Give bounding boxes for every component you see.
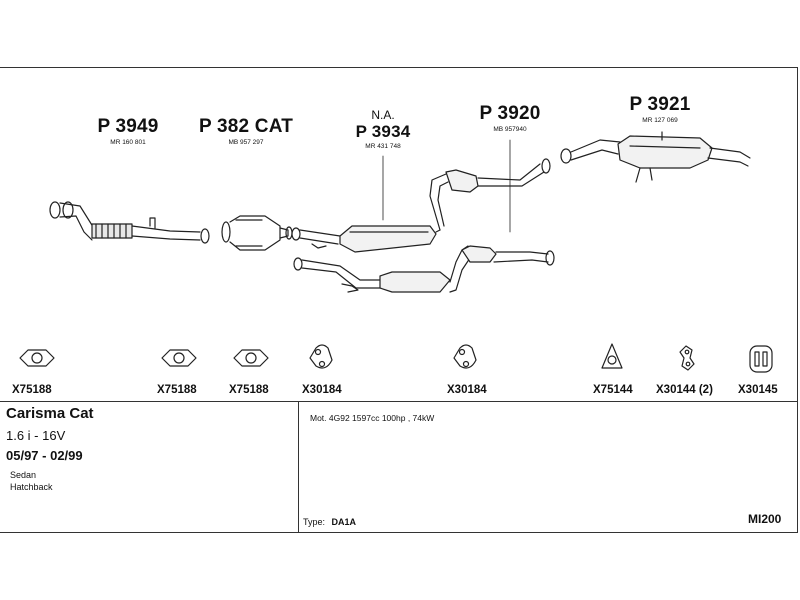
hanger-strap-icon xyxy=(679,345,695,371)
type-value: DA1A xyxy=(331,517,357,527)
centre-silencer-drawing xyxy=(291,225,441,253)
leader-lines xyxy=(382,139,511,233)
vehicle-dates: 05/97 - 02/99 xyxy=(6,448,83,463)
front-pipe-drawing xyxy=(49,201,210,244)
rubber-mount-icon xyxy=(309,344,333,369)
part-p3920: P 3920 MB 957940 xyxy=(470,103,550,133)
part-p3921: P 3921 MR 127 069 xyxy=(620,94,700,124)
part-number: P 3949 xyxy=(97,116,159,137)
rear-silencer-drawing xyxy=(560,131,751,183)
fitting-label: X75188 xyxy=(12,384,52,396)
engine-spec: Mot. 4G92 1597cc 100hp , 74kW xyxy=(310,413,435,423)
fitting-label: X30184 xyxy=(302,384,342,396)
triangle-gasket-icon xyxy=(601,343,623,369)
rubber-block-icon xyxy=(749,345,773,373)
fitting-label: X30144 (2) xyxy=(656,384,713,396)
fittings-icons xyxy=(19,343,773,373)
part-reference: MR 431 748 xyxy=(365,143,401,150)
part-p382-cat: P 382 CAT MB 957 297 xyxy=(196,116,296,146)
diagram-frame xyxy=(0,67,798,533)
rubber-mount-icon xyxy=(453,344,477,369)
fitting-label: X75144 xyxy=(593,384,633,396)
part-reference: MB 957 297 xyxy=(228,139,264,146)
part-reference: MB 957940 xyxy=(493,126,527,133)
part-reference: MR 160 801 xyxy=(110,139,146,146)
gasket-ring-icon xyxy=(19,349,55,367)
vehicle-type: Type: DA1A xyxy=(303,517,356,527)
gasket-ring-icon xyxy=(161,349,197,367)
part-reference: MR 127 069 xyxy=(642,117,678,124)
part-number: P 3921 xyxy=(629,94,691,115)
part-p3934: N.A. P 3934 MR 431 748 xyxy=(348,108,418,150)
part-number: P 3920 xyxy=(479,103,541,124)
part-number: P 3934 xyxy=(355,122,411,141)
intermediate-pipe-drawing xyxy=(293,158,555,293)
vehicle-spec: 1.6 i - 16V xyxy=(6,428,66,443)
diagram-code: MI200 xyxy=(748,512,782,526)
catalytic-converter-drawing xyxy=(221,215,293,251)
type-label: Type: xyxy=(303,517,326,527)
part-p3949: P 3949 MR 160 801 xyxy=(88,116,168,146)
fitting-label: X30184 xyxy=(447,384,487,396)
vehicle-body-sedan: Sedan xyxy=(10,470,37,480)
part-number: P 382 CAT xyxy=(198,116,294,137)
gasket-ring-icon xyxy=(233,349,269,367)
vehicle-model: Carisma Cat xyxy=(6,405,94,422)
fitting-label: X30145 xyxy=(738,384,778,396)
fitting-label: X75188 xyxy=(157,384,197,396)
divider-horizontal xyxy=(0,401,798,402)
vehicle-body-hatchback: Hatchback xyxy=(10,482,53,492)
fitting-label: X75188 xyxy=(229,384,269,396)
part-note: N.A. xyxy=(371,108,395,122)
divider-vertical xyxy=(298,402,299,532)
